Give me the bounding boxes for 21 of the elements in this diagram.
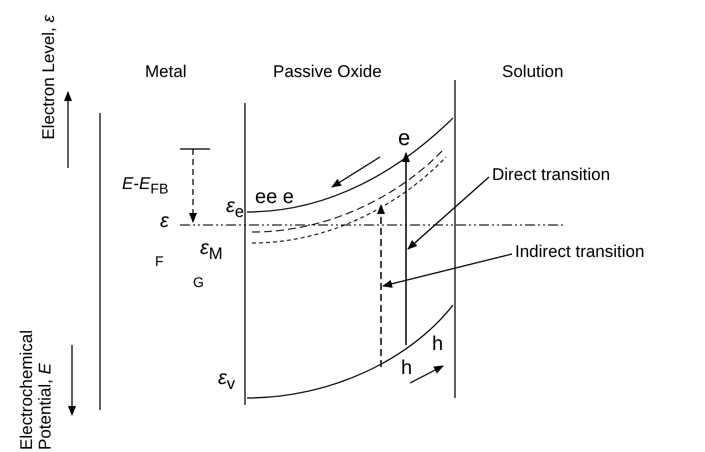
leader-line: [407, 176, 490, 250]
symbol-label: F: [155, 254, 164, 270]
hole-label: h: [432, 333, 444, 355]
transition-arrow: [377, 204, 385, 367]
leader-line: [382, 253, 512, 288]
callout-text: Indirect transition: [515, 243, 644, 262]
region-label: Solution: [502, 63, 564, 82]
electron-label: e: [398, 126, 410, 150]
region-label: Passive Oxide: [273, 63, 382, 82]
symbol-label: ε: [160, 210, 169, 232]
electron-label: ee e: [255, 186, 294, 208]
symbol-label: ε$_{v}$: [218, 367, 236, 394]
region-label: Metal: [145, 63, 187, 82]
symbol-label: ε$_{e}$: [226, 195, 244, 222]
hole-label: h: [401, 357, 412, 379]
symbol-label: ε$_{M}$: [200, 237, 223, 264]
transition-arrow: [402, 152, 410, 345]
axis-label: Electron Level, ε: [40, 15, 59, 140]
callout-text: Direct transition: [492, 166, 610, 185]
level-label: E-E$_{FB}$: [122, 175, 168, 198]
symbol-label: G: [193, 275, 204, 290]
